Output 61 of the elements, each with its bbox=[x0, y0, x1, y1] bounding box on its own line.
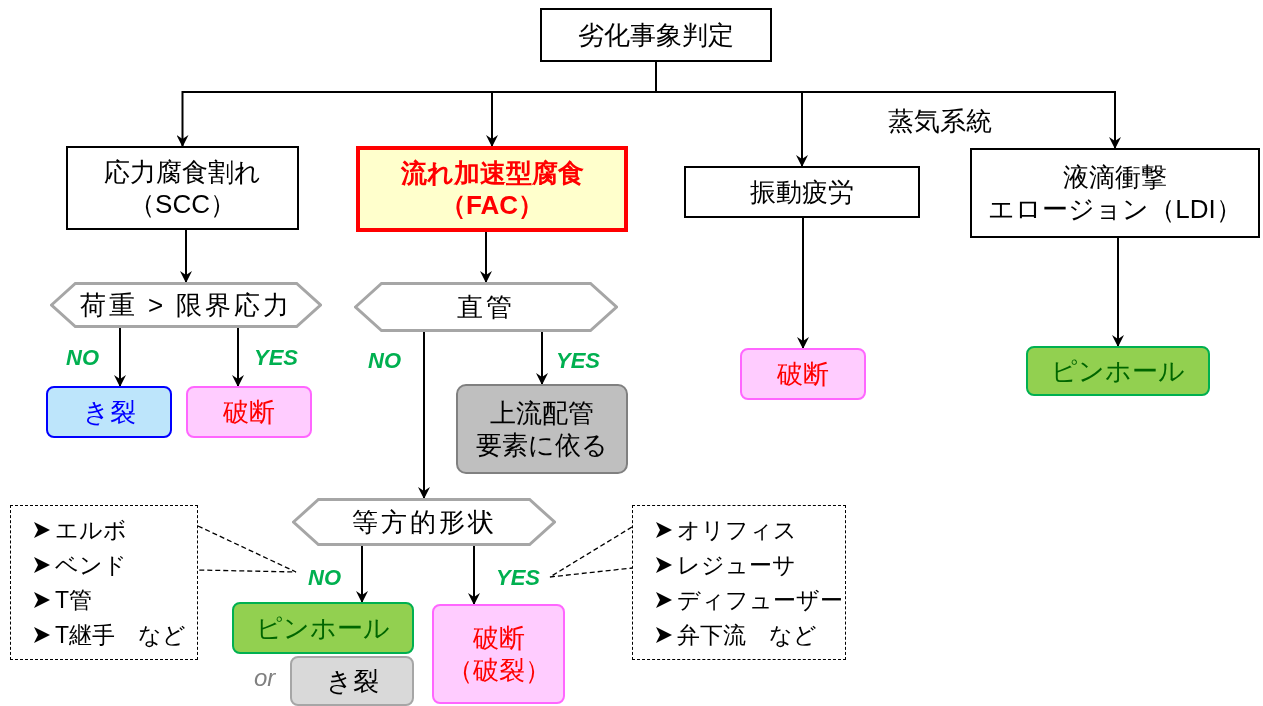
node-label: 荷重 > 限界応力 bbox=[79, 289, 293, 321]
node-label: 劣化事象判定 bbox=[578, 19, 734, 51]
decision-hexagon bbox=[50, 282, 322, 328]
connector-word: or bbox=[254, 664, 276, 692]
process-box bbox=[66, 146, 299, 230]
decision-hexagon bbox=[354, 282, 618, 332]
arrow bbox=[797, 217, 809, 349]
node-label: （SCC） bbox=[129, 188, 236, 220]
arrow bbox=[480, 231, 492, 283]
leader-line bbox=[197, 525, 297, 573]
leader-line bbox=[549, 526, 633, 578]
node-label: エロージョン（LDI） bbox=[988, 193, 1242, 225]
list-item: T管 bbox=[55, 586, 93, 615]
callout-box bbox=[632, 505, 846, 660]
list-item: オリフィス bbox=[677, 516, 797, 545]
node-label: 流れ加速型腐食 bbox=[400, 157, 584, 189]
node-label: き裂 bbox=[82, 396, 136, 428]
node-label: 破断 bbox=[472, 622, 525, 654]
list-item: 弁下流 など bbox=[677, 621, 817, 650]
node-label: 上流配管 bbox=[490, 397, 594, 429]
arrow bbox=[536, 331, 548, 385]
node-label: 等方的形状 bbox=[351, 506, 497, 538]
result-box bbox=[232, 602, 414, 654]
arrow bbox=[232, 327, 244, 387]
process-box bbox=[970, 148, 1260, 238]
node-label: ピンホール bbox=[1051, 355, 1185, 387]
arrow bbox=[1112, 237, 1124, 347]
arrow bbox=[114, 327, 126, 387]
node-label: 液滴衝撃 bbox=[1063, 161, 1167, 193]
node-label: （破裂） bbox=[446, 654, 551, 686]
node-label: 直管 bbox=[457, 291, 515, 323]
arrow bbox=[356, 545, 368, 603]
arrow bbox=[468, 545, 480, 605]
result-box bbox=[186, 386, 312, 438]
arrow bbox=[180, 229, 192, 283]
list-item: ベンド bbox=[55, 551, 127, 580]
list-item: エルボ bbox=[55, 516, 127, 545]
node-label: 破断 bbox=[223, 396, 275, 428]
node-label: 破断 bbox=[777, 358, 829, 390]
result-box bbox=[290, 656, 414, 706]
result-box bbox=[46, 386, 172, 438]
node-label: 要素に依る bbox=[476, 429, 608, 461]
result-box bbox=[456, 384, 628, 474]
branch-label: 蒸気系統 bbox=[888, 105, 992, 138]
list-item: レジューサ bbox=[677, 551, 796, 580]
decision-hexagon bbox=[292, 498, 556, 546]
list-item: T継手 など bbox=[55, 621, 187, 650]
process-box bbox=[356, 146, 628, 232]
arrow bbox=[418, 331, 430, 499]
process-box bbox=[684, 166, 920, 218]
node-label: 振動疲労 bbox=[750, 176, 854, 208]
node-label: き裂 bbox=[325, 665, 379, 697]
list-item: ディフューザー bbox=[677, 586, 843, 615]
result-box bbox=[1026, 346, 1210, 396]
node-label: 応力腐食割れ bbox=[104, 156, 261, 188]
result-box bbox=[432, 604, 565, 704]
title-box bbox=[540, 8, 772, 62]
callout-box bbox=[10, 505, 198, 660]
node-label: （FAC） bbox=[440, 189, 544, 221]
result-box bbox=[740, 348, 866, 400]
node-label: ピンホール bbox=[256, 612, 390, 644]
